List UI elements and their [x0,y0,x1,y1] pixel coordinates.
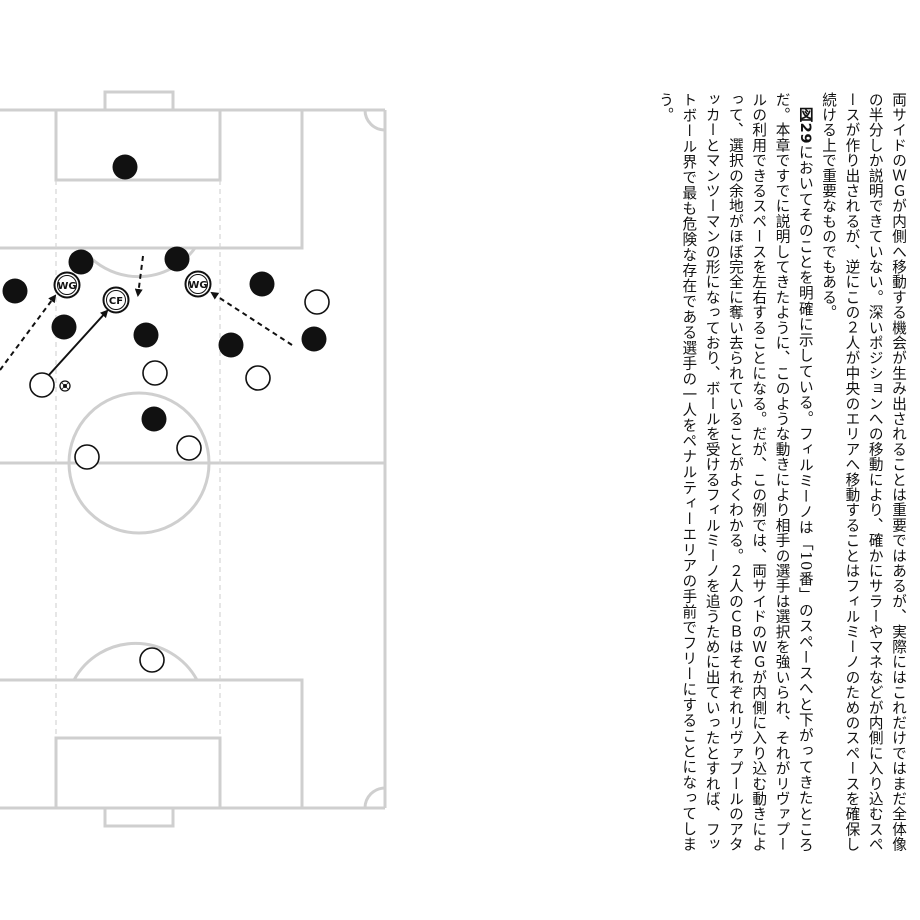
channel-lines [55,180,221,738]
team-players [29,289,330,673]
tactical-diagram: WG CF WG [0,90,387,828]
ball-icon [59,380,71,392]
wg-right-label: WG [188,280,207,291]
center-circle [67,391,211,535]
goal-bottom [103,806,175,828]
penalty-area-bottom [0,678,304,808]
player-wg-right: WG [184,270,212,298]
movement-arrows [0,255,293,377]
opponent-player [68,249,94,275]
opponent-player [301,326,327,352]
penalty-arc-bottom [72,641,199,681]
opponent-goalkeeper [112,154,138,180]
team-player [304,289,330,315]
penalty-area-top [0,110,304,250]
cf-label: CF [109,296,123,307]
six-yard-box-bottom [54,736,222,810]
six-yard-box-top [54,108,222,182]
pass-arrow [47,309,109,377]
team-player [245,365,271,391]
opponent-player [141,406,167,432]
team-player [142,360,168,386]
paragraph-2-text: においてそのことを明確に示している。フィルミーノは「10番」のスペースへと下がっ… [657,92,814,852]
team-player [74,444,100,470]
team-player [29,372,55,398]
team-goalkeeper [139,647,165,673]
opponent-player [164,246,190,272]
corner-arc-top [363,109,386,132]
opponent-player [133,322,159,348]
figure-reference: 図29 [796,106,814,144]
paragraph-2: 図29においてそのことを明確に示している。フィルミーノは「10番」のスペースへと… [654,92,817,852]
opponent-players [2,154,327,432]
run-arrow-right-wg [210,291,293,346]
opponent-player [249,271,275,297]
team-player [176,435,202,461]
goal-top [103,90,175,112]
paragraph-1: 両サイドのＷＧが内側へ移動する機会が生み出されることは重要ではあるが、実際にはこ… [820,92,907,852]
drop-arrow-cf [134,255,144,297]
opponent-player [51,314,77,340]
opponent-player [2,278,28,304]
run-arrow-left-wg [0,294,57,371]
player-cf: CF [102,286,130,314]
labeled-players: WG CF WG [53,270,212,314]
pitch-markings [0,90,387,828]
player-wg-left: WG [53,271,81,299]
opponent-player [218,332,244,358]
body-text: 両サイドのＷＧが内側へ移動する機会が生み出されることは重要ではあるが、実際にはこ… [600,92,910,852]
corner-arc-bottom [363,786,386,809]
wg-left-label: WG [57,281,76,292]
